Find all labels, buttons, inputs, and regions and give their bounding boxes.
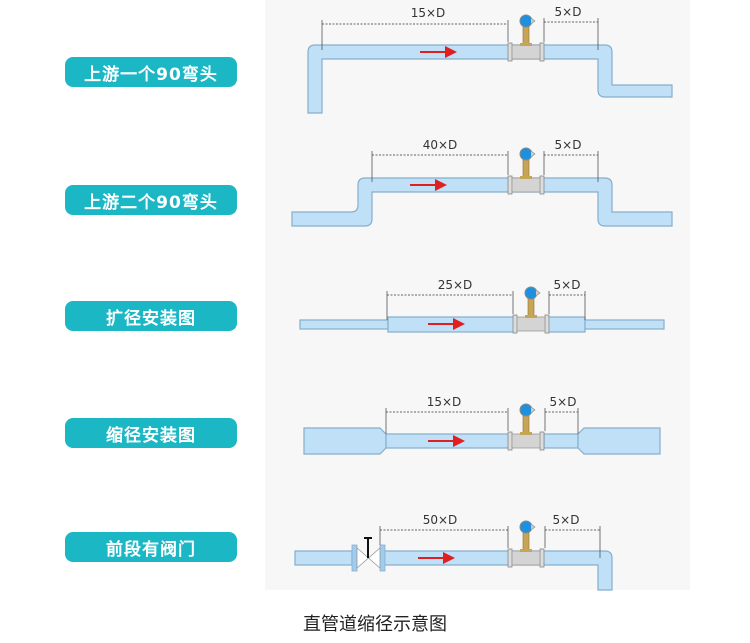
flowmeter-icon <box>507 403 545 451</box>
flowmeter-icon <box>507 520 545 568</box>
diagram-one-elbow: 15×D 5×D <box>307 5 673 114</box>
diagram-reduction: 15×D 5×D <box>303 395 661 455</box>
downstream-length: 5×D <box>555 5 582 19</box>
upstream-length: 40×D <box>423 138 458 152</box>
diagram-two-elbows: 40×D 5×D <box>291 138 673 227</box>
label-expansion: 扩径安装图 <box>65 301 237 331</box>
valve-flange <box>351 544 358 572</box>
upstream-length: 15×D <box>411 6 446 20</box>
downstream-length: 5×D <box>554 278 581 292</box>
downstream-length: 5×D <box>555 138 582 152</box>
label-two-elbows: 上游二个90弯头 <box>65 185 237 215</box>
valve-flange <box>379 544 386 572</box>
downstream-length: 5×D <box>553 513 580 527</box>
label-valve: 前段有阀门 <box>65 532 237 562</box>
diagram-expansion: 25×D 5×D <box>299 278 665 334</box>
diagram-valve: 50×D 5×D <box>294 513 613 591</box>
diagram-panel <box>265 0 690 590</box>
diagram-caption: 直管道缩径示意图 <box>303 614 447 635</box>
upstream-length: 25×D <box>438 278 473 292</box>
downstream-length: 5×D <box>550 395 577 409</box>
flowmeter-icon <box>507 14 545 62</box>
label-one-elbow: 上游一个90弯头 <box>65 57 237 87</box>
flowmeter-icon <box>507 147 545 195</box>
label-reduction: 缩径安装图 <box>65 418 237 448</box>
flowmeter-icon <box>512 286 550 334</box>
upstream-length: 50×D <box>423 513 458 527</box>
upstream-length: 15×D <box>427 395 462 409</box>
